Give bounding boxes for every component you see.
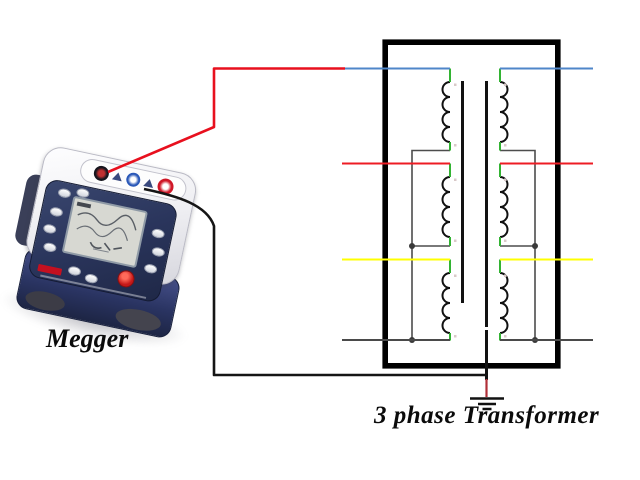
winding-left-bottom <box>441 272 451 334</box>
winding-left-middle <box>441 176 451 238</box>
bus-wires <box>411 149 536 340</box>
ground-bars <box>470 397 504 411</box>
lcd-graphics <box>76 201 137 253</box>
megger-caption: Megger <box>46 324 129 353</box>
lcd-screen <box>61 195 148 269</box>
megger-red-lead <box>107 67 345 174</box>
ground-symbol-icon <box>470 397 504 411</box>
transformer-caption: 3 phase Transformer <box>374 402 600 429</box>
megger-device <box>0 133 212 359</box>
junction-dots <box>409 243 538 343</box>
winding-right-bottom <box>499 272 509 334</box>
device-front-panel <box>26 177 179 304</box>
transformer-enclosure-box <box>382 39 561 369</box>
winding-left-top <box>441 81 451 143</box>
junction-dot <box>409 243 415 249</box>
star-point-bus <box>411 149 536 340</box>
terminal-marks <box>454 83 507 338</box>
terminal-stubs <box>449 68 501 341</box>
megger-black-lead <box>143 187 487 377</box>
winding-right-top <box>499 81 509 143</box>
windings <box>441 81 509 334</box>
junction-dot <box>532 243 538 249</box>
transformer-core <box>461 81 488 380</box>
winding-terminals <box>449 68 501 341</box>
winding-right-middle <box>499 176 509 238</box>
